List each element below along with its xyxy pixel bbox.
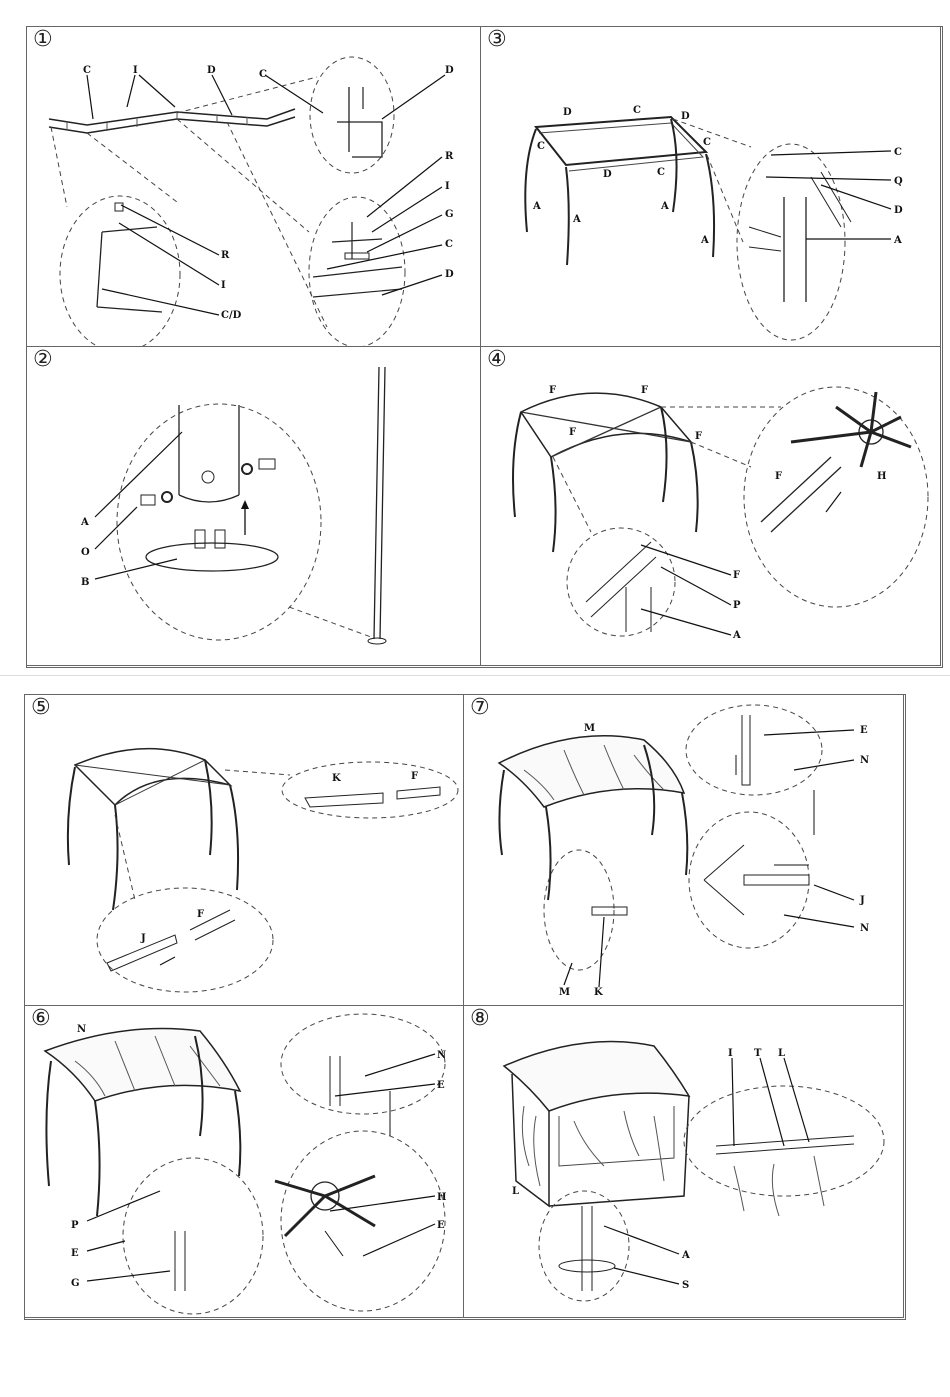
step-2-illustration: A O B	[27, 347, 481, 666]
part-label: P	[733, 600, 741, 611]
part-label: H	[437, 1192, 446, 1203]
part-label: D	[563, 107, 572, 118]
part-label: S	[682, 1280, 689, 1291]
part-label: F	[733, 570, 740, 581]
part-label: C	[703, 137, 711, 148]
part-label: C	[83, 65, 91, 76]
step-5-panel: ⑤ K F J F	[24, 694, 464, 1006]
step-4-illustration: F F F F F H F P A	[481, 347, 941, 666]
part-label: J	[140, 933, 146, 944]
part-label: O	[81, 547, 90, 558]
step-7-panel: ⑦ M E N J N M K	[463, 694, 904, 1006]
part-label: I	[221, 280, 226, 291]
part-label: F	[411, 771, 418, 782]
part-label: D	[603, 169, 612, 180]
part-label: A	[893, 235, 902, 246]
part-label: F	[197, 909, 204, 920]
part-label: A	[700, 235, 709, 246]
step-8-panel: ⑧ I T L L A S	[463, 1005, 904, 1318]
part-label: L	[778, 1048, 785, 1059]
step-4-panel: ④ F F F F F H F P A	[480, 346, 941, 666]
part-label: I	[445, 181, 450, 192]
part-label: C	[657, 167, 665, 178]
part-label: I	[133, 65, 138, 76]
page-divider	[0, 675, 950, 676]
part-label: E	[437, 1080, 445, 1091]
part-label: G	[71, 1278, 80, 1289]
part-label: N	[437, 1050, 446, 1061]
part-label: K	[332, 773, 341, 784]
part-label: D	[445, 65, 454, 76]
part-label: F	[695, 431, 702, 442]
step-6-panel: ⑥ N N E H E P E	[24, 1005, 464, 1318]
part-label: N	[860, 755, 869, 766]
step-6-illustration: N N E H E P E G	[25, 1006, 464, 1318]
part-label: R	[445, 151, 454, 162]
part-label: L	[512, 1186, 519, 1197]
part-label: N	[77, 1024, 86, 1035]
part-label: F	[569, 427, 576, 438]
part-label: D	[445, 269, 454, 280]
part-label: M	[559, 987, 570, 998]
part-label: A	[80, 517, 89, 528]
step-5-illustration: K F J F	[25, 695, 464, 1006]
step-3-illustration: D C D C C D C A A A A C Q D A	[481, 27, 941, 347]
part-label: A	[572, 214, 581, 225]
part-label: B	[81, 577, 89, 588]
part-label: Q	[894, 176, 903, 187]
part-label: M	[584, 723, 595, 734]
step-1-illustration: C I D C D R I G C D R I C/D	[27, 27, 481, 347]
part-label: C	[633, 105, 641, 116]
step-1-panel: ①	[26, 26, 481, 347]
part-label: E	[437, 1220, 445, 1231]
step-7-illustration: M E N J N M K	[464, 695, 904, 1006]
part-label: A	[532, 201, 541, 212]
part-label: C	[537, 141, 545, 152]
part-label: N	[860, 923, 869, 934]
part-label: T	[754, 1048, 762, 1059]
part-label: A	[660, 201, 669, 212]
part-label: A	[732, 630, 741, 641]
part-label: P	[71, 1220, 79, 1231]
part-label: C	[259, 69, 267, 80]
part-label: H	[877, 471, 886, 482]
part-label: R	[221, 250, 230, 261]
part-label: I	[728, 1048, 733, 1059]
step-8-illustration: I T L L A S	[464, 1006, 904, 1318]
part-label: J	[859, 895, 865, 906]
part-label: K	[594, 987, 603, 998]
part-label: F	[641, 385, 648, 396]
step-2-panel: ② A O B	[26, 346, 481, 666]
part-label: A	[681, 1250, 690, 1261]
part-label: C	[894, 147, 902, 158]
part-label: E	[860, 725, 868, 736]
part-label: C/D	[221, 310, 242, 321]
part-label: G	[445, 209, 454, 220]
part-label: F	[549, 385, 556, 396]
part-label: F	[775, 471, 782, 482]
part-label: D	[681, 111, 690, 122]
part-label: E	[71, 1248, 79, 1259]
part-label: D	[207, 65, 216, 76]
part-label: D	[894, 205, 903, 216]
part-label: C	[445, 239, 453, 250]
step-3-panel: ③ D C D C C D C A	[480, 26, 941, 347]
